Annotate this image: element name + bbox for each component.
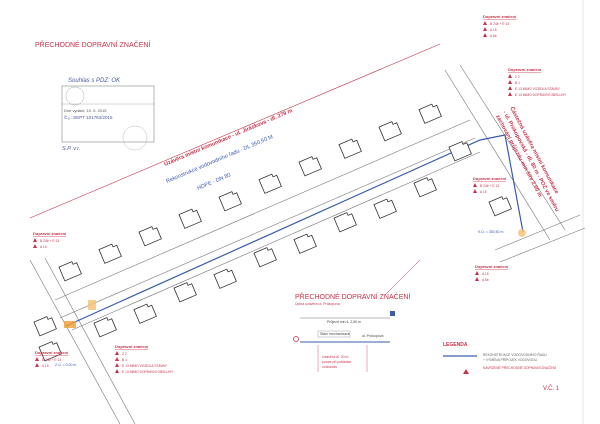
- sign-label: A 6b: [482, 278, 489, 282]
- traffic-sign-callout: Dopravní značení B 24b + E 13 A 15 A 6b: [483, 14, 517, 38]
- sign-label: E 13 MIMO DOPRAVNÍ OBSLUHY: [515, 93, 567, 97]
- approval-stamp: Souhlas s PDZ: OK Dne vydání: 19. 5. 201…: [61, 78, 155, 152]
- traffic-sign-icon: [508, 80, 512, 84]
- house: [413, 177, 437, 198]
- svg-text:Průjezd min š. 2,60 m: Průjezd min š. 2,60 m: [327, 320, 361, 324]
- traffic-sign-icon: [115, 351, 119, 355]
- traffic-sign-icon: [115, 363, 119, 367]
- callout-heading: Dopravní značení: [508, 67, 542, 72]
- traffic-sign-icon: [115, 357, 119, 361]
- sign-label: A 15: [482, 272, 489, 276]
- house: [338, 138, 362, 159]
- svg-text:Souhlas s PDZ: OK: Souhlas s PDZ: OK: [68, 78, 121, 84]
- traffic-sign-icon: [483, 27, 487, 31]
- house: [373, 198, 397, 219]
- chainage-end: K.Ú. = 350,50 m: [478, 230, 503, 234]
- house: [38, 341, 62, 362]
- svg-text:LEGENDA: LEGENDA: [443, 342, 468, 348]
- house: [98, 243, 122, 264]
- callout-heading: Dopravní značení: [35, 350, 69, 355]
- drawing-number: V.Č. 1: [543, 385, 560, 392]
- sign-label: E 13 MIMO DOPRAVNÍ OBSLUHY: [122, 370, 174, 374]
- legend: LEGENDA REKONSTRUKCE VODOVODNÍHO ŘADU + …: [443, 342, 560, 392]
- svg-text:NAVRŽENÉ PŘECHODNÉ DOPRAVNÍ ZN: NAVRŽENÉ PŘECHODNÉ DOPRAVNÍ ZNAČENÍ: [483, 365, 556, 370]
- traffic-sign-icon: [115, 369, 119, 373]
- traffic-sign-callout: Dopravní značení B 24b + E 13 A 15: [35, 350, 69, 368]
- sign-label: B 24b + E 13: [480, 184, 499, 188]
- traffic-sign-icon: [33, 238, 37, 242]
- sign-label: A 6b: [490, 34, 497, 38]
- sign-label: B 1: [515, 81, 520, 85]
- traffic-sign-icon: [483, 33, 487, 37]
- callout-heading: Dopravní značení: [475, 264, 509, 269]
- callout-heading: Dopravní značení: [483, 14, 517, 19]
- svg-text:ul. Prokopova: ul. Prokopova: [362, 334, 383, 338]
- water-main-pipe: [65, 134, 524, 327]
- traffic-sign-icon: [473, 183, 477, 187]
- chainage-start: Z.Ú. = 0,00 m: [55, 363, 76, 367]
- house: [293, 233, 317, 254]
- callout-heading: Dopravní značení: [473, 176, 507, 181]
- sign-label: Z 2: [122, 352, 127, 356]
- house: [333, 212, 357, 233]
- house: [253, 247, 277, 268]
- house: [58, 261, 82, 282]
- svg-text:Dne vydání: 19. 5. 2015: Dne vydání: 19. 5. 2015: [64, 108, 107, 113]
- traffic-sign-callout: Dopravní značení B 24b + E 13 A 15: [33, 231, 67, 249]
- traffic-sign-icon: [35, 357, 39, 361]
- page-title: PŘECHODNÉ DOPRAVNÍ ZNAČENÍ: [35, 40, 150, 49]
- sign-label: E 13 MIMO VOZIDLA STAVBY: [122, 364, 168, 368]
- traffic-sign-callout: Dopravní značení B 24b + E 13 A 15: [473, 176, 507, 194]
- traffic-sign-icon: [35, 363, 39, 367]
- callout-heading: Dopravní značení: [115, 344, 149, 349]
- svg-text:REKONSTRUKCE VODOVODNÍHO ŘADU: REKONSTRUKCE VODOVODNÍHO ŘADU: [483, 352, 547, 357]
- svg-text:pouze při pokládce: pouze při pokládce: [322, 360, 351, 364]
- sign-label: E 13 MIMO VOZIDLA STAVBY: [515, 87, 561, 91]
- house: [218, 191, 242, 212]
- house: [138, 226, 162, 247]
- house: [213, 268, 237, 289]
- detail-section: PŘECHODNÉ DOPRAVNÍ ZNAČENÍ Úplná uzávěra…: [293, 259, 421, 372]
- traffic-sign-icon: [508, 74, 512, 78]
- callout-heading: Dopravní značení: [33, 231, 67, 236]
- traffic-sign-icon: [508, 86, 512, 90]
- svg-text:PŘECHODNÉ DOPRAVNÍ ZNAČENÍ: PŘECHODNÉ DOPRAVNÍ ZNAČENÍ: [295, 292, 410, 301]
- house: [33, 316, 57, 337]
- traffic-sign-callout: Dopravní značení Z 2 B 1 E 13 MIMO VOZIDLA …: [115, 344, 174, 374]
- svg-text:Uzávěra dl. 20 m: Uzávěra dl. 20 m: [322, 355, 349, 359]
- sign-label: A 15: [490, 28, 497, 32]
- sign-label: B 24b + E 13: [40, 239, 59, 243]
- house: [178, 208, 202, 229]
- svg-text:+ VÝMĚNA PŘÍPOJEK VODOVODU: + VÝMĚNA PŘÍPOJEK VODOVODU: [483, 357, 538, 362]
- traffic-sign-icon: [475, 271, 479, 275]
- house: [133, 303, 157, 324]
- house: [488, 196, 512, 217]
- house: [418, 103, 442, 124]
- traffic-sign-callout: Dopravní značení Z 2 B 1 E 13 MIMO VOZIDLA …: [508, 67, 567, 97]
- house: [448, 141, 472, 162]
- house: [378, 121, 402, 142]
- traffic-sign-icon: [475, 277, 479, 281]
- sign-label: B 24b + E 13: [42, 358, 61, 362]
- sign-label: A 15: [40, 245, 47, 249]
- house: [173, 282, 197, 303]
- svg-text:Úplná uzávěra ul. Prokopova: Úplná uzávěra ul. Prokopova: [295, 302, 340, 306]
- svg-text:vodovodu: vodovodu: [322, 365, 337, 369]
- house: [298, 156, 322, 177]
- traffic-sign-icon: [483, 21, 487, 25]
- sign-label: B 24b + E 13: [490, 22, 509, 26]
- sign-label: A 15: [42, 364, 49, 368]
- svg-text:Č.j.: SEPT 101763/2015: Č.j.: SEPT 101763/2015: [64, 114, 113, 120]
- traffic-sign-icon: [473, 189, 477, 193]
- svg-text:Stání mechanizace: Stání mechanizace: [320, 332, 350, 336]
- sign-label: A 15: [480, 190, 487, 194]
- sign-label: Z 2: [515, 75, 520, 79]
- house: [258, 173, 282, 194]
- svg-text:S.P. v.r.: S.P. v.r.: [62, 146, 80, 152]
- traffic-sign-callout: Dopravní značení A 15 A 6b: [475, 264, 509, 282]
- sign-label: B 1: [122, 358, 127, 362]
- traffic-sign-icon: [33, 244, 37, 248]
- house: [93, 317, 117, 338]
- traffic-sign-icon: [508, 92, 512, 96]
